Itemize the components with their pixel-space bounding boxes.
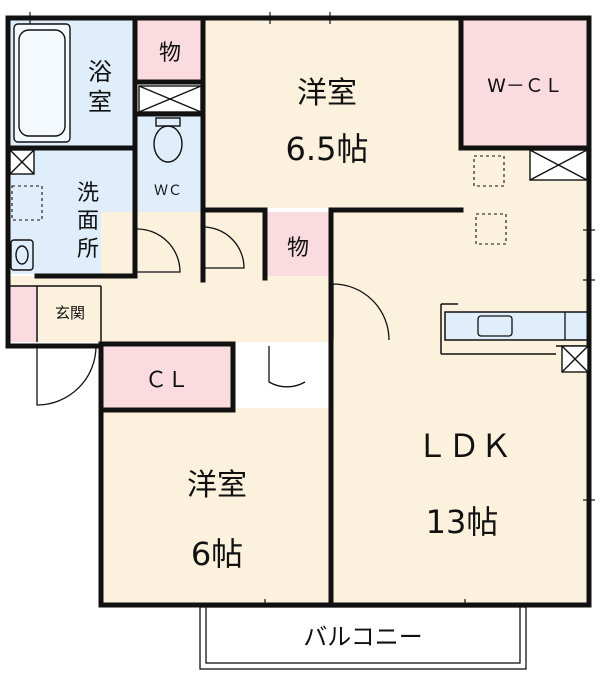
entrance-label: 玄関 — [55, 304, 85, 322]
floor-fills — [8, 18, 590, 605]
floor-wc — [137, 116, 203, 212]
wcl-label: W－ＣＬ — [487, 75, 563, 97]
western-top-name: 洋室 — [297, 76, 357, 111]
bath-label-2: 室 — [88, 88, 112, 116]
washroom-label-1: 洗 — [77, 181, 99, 206]
floor-storage-top — [137, 18, 203, 80]
western-top-size: 6.5帖 — [286, 130, 369, 168]
walls — [5, 15, 592, 608]
storage-top-label: 物 — [159, 41, 181, 66]
ldk-size: 13帖 — [426, 503, 499, 541]
floor-entrance-step — [8, 286, 36, 342]
floor-ldk — [333, 148, 589, 605]
balcony — [199, 606, 527, 670]
washbasin — [10, 239, 34, 271]
western-bottom-name: 洋室 — [187, 468, 247, 503]
kitchen-counter — [444, 311, 590, 341]
floor-western-bottom — [101, 408, 330, 605]
toilet — [153, 117, 183, 163]
floor-cl — [101, 346, 233, 408]
bathtub — [13, 23, 71, 143]
appliance-markers — [11, 155, 507, 245]
western-bottom-size: 6帖 — [191, 535, 243, 573]
cl-label: ＣＬ — [145, 368, 189, 393]
washroom-label-3: 所 — [77, 237, 99, 262]
floor-wcl — [463, 18, 589, 148]
balcony-label: バルコニー — [303, 623, 423, 651]
ldk-name: ＬＤＫ — [416, 427, 512, 465]
thin-partitions — [8, 285, 589, 355]
vents — [9, 85, 589, 373]
wc-label: ＷＣ — [154, 183, 182, 199]
storage-mid-label: 物 — [287, 236, 309, 261]
labels: 浴 室 物 洋室 6.5帖 W－ＣＬ ＷＣ 洗 面 所 物 玄関 ＣＬ 洋室 6… — [55, 41, 563, 651]
bath-label-1: 浴 — [88, 58, 112, 86]
washroom-label-2: 面 — [77, 209, 99, 234]
floor-storage-mid — [265, 212, 331, 276]
kitchen-sink — [477, 312, 566, 340]
doors — [36, 226, 390, 406]
